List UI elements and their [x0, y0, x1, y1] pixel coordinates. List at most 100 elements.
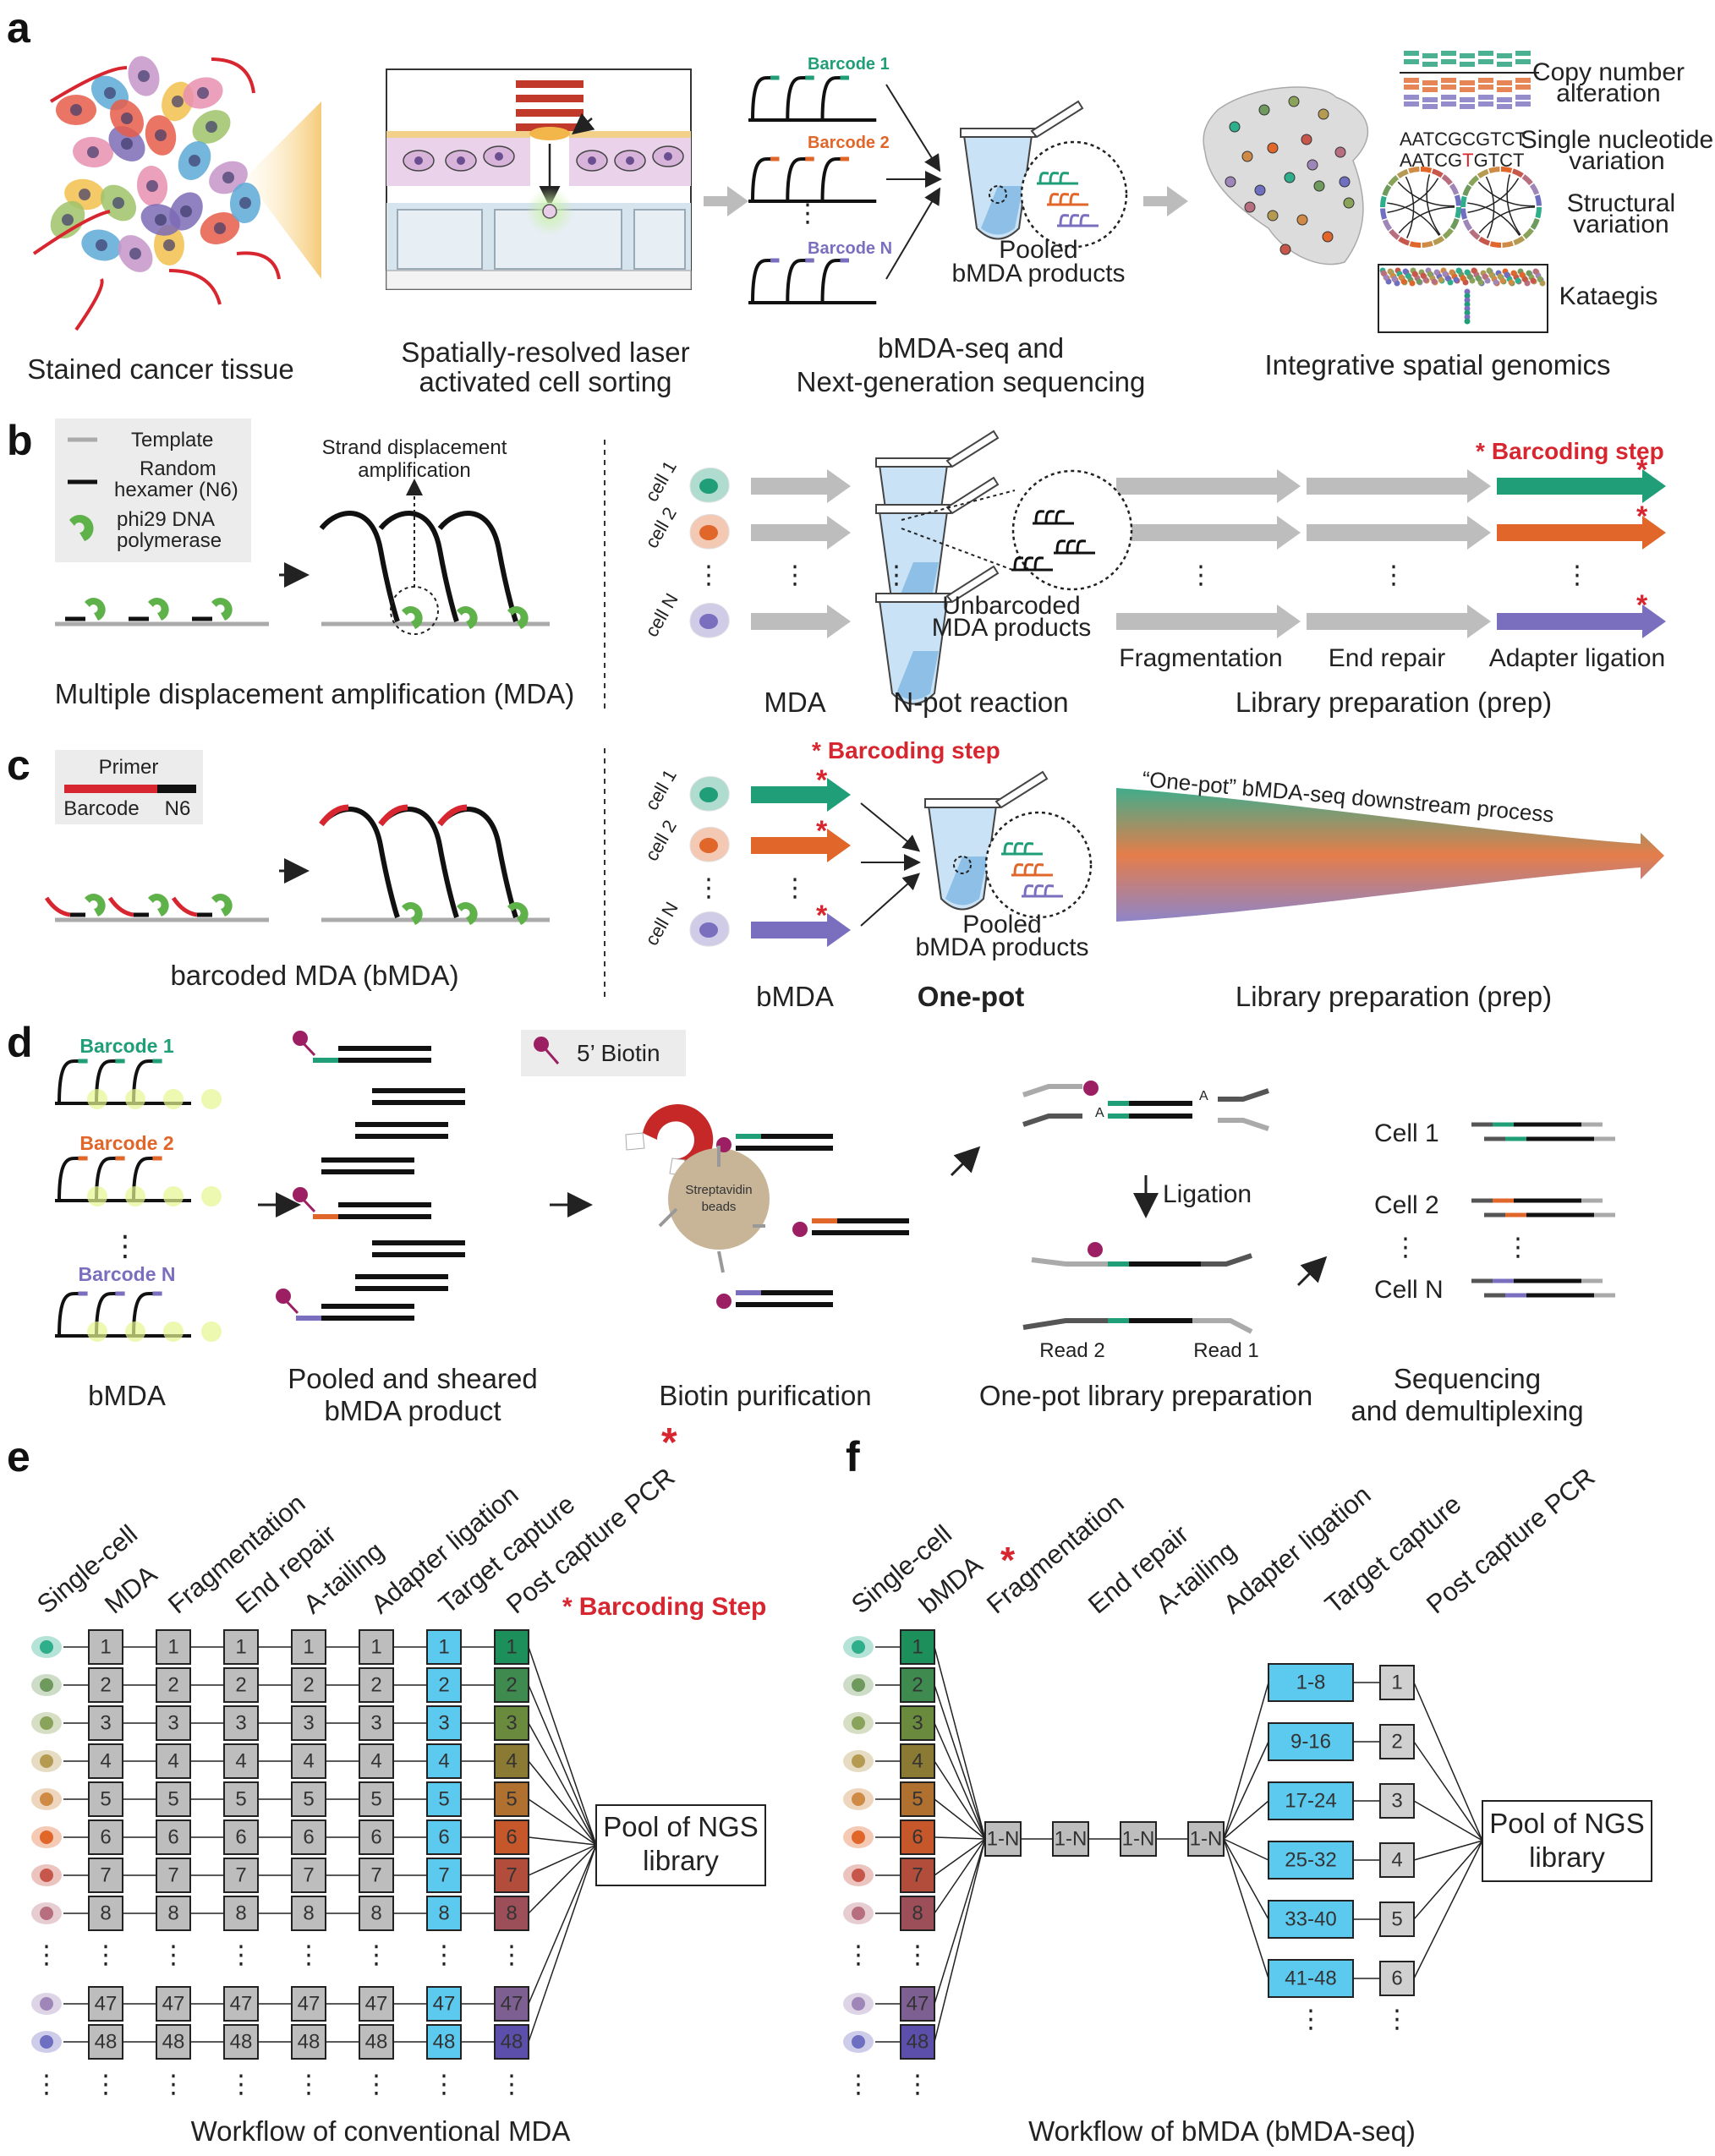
process-box — [223, 1896, 259, 1931]
header-f-7: Post capture PCR — [1421, 1462, 1601, 1619]
pool-line — [528, 1844, 597, 1914]
read2-label: Read 2 — [1039, 1339, 1104, 1362]
cell-nucleus — [852, 1997, 865, 2011]
process-box — [359, 1629, 394, 1665]
bmda-box — [900, 2024, 935, 2060]
mda-template-left — [55, 598, 269, 627]
row-number: 2 — [438, 1674, 449, 1697]
polymerase-icon — [148, 894, 169, 917]
adapter-left-top — [1022, 1084, 1082, 1097]
sampled-cell-dot — [1296, 214, 1308, 226]
vertical-ellipsis: ⋮ — [431, 1941, 457, 1969]
bmda-box — [900, 1629, 935, 1665]
cell-nucleus — [155, 214, 167, 226]
cell-nucleus — [588, 156, 596, 165]
row-number: 5 — [370, 1788, 381, 1811]
row-number: 6 — [235, 1826, 246, 1849]
cell-nucleus — [495, 152, 503, 161]
vertical-ellipsis: ⋮ — [1384, 2006, 1410, 2033]
pooled-label-c-line2: bMDA products — [915, 933, 1088, 961]
row-number: 48 — [230, 2031, 253, 2054]
mutation-dot — [1464, 269, 1471, 276]
pooled-process-box — [1120, 1821, 1157, 1857]
snv-seq-alt: AATCGTGTCT — [1400, 150, 1525, 171]
tube-rim — [960, 128, 1036, 138]
panel-d-letter: d — [7, 1019, 33, 1066]
cell-nucleus — [112, 197, 124, 209]
zoom-strand — [1059, 193, 1070, 205]
caption-e: Workflow of conventional MDA — [191, 2115, 571, 2147]
cna-segment — [1441, 85, 1456, 90]
circos-arc — [1522, 227, 1534, 239]
cell-nucleus — [699, 787, 718, 802]
zoom-strand — [1033, 884, 1044, 897]
dna-strand — [58, 1291, 80, 1337]
cap-onepot-lib: One-pot library preparation — [979, 1380, 1312, 1411]
pooled-label-c-line1: Pooled — [962, 911, 1041, 938]
polymerase-legend-icon — [69, 514, 94, 541]
process-box — [88, 1705, 123, 1741]
cna-bars — [1400, 51, 1539, 109]
cna-segment — [1404, 95, 1419, 100]
row-number: 3 — [506, 1712, 517, 1735]
circos-arc — [1420, 167, 1433, 173]
process-box — [359, 1819, 394, 1855]
cna-label-line1: Copy number — [1532, 58, 1685, 86]
post-pcr-box — [494, 2024, 529, 2060]
row-number: 7 — [912, 1864, 923, 1887]
row-number: 5 — [506, 1788, 517, 1811]
col-mda: MDA — [764, 687, 825, 718]
vertical-ellipsis: ⋮ — [1298, 2006, 1323, 2033]
vertical-ellipsis: ⋮ — [161, 2071, 186, 2099]
row-number: 1 — [370, 1636, 381, 1659]
cna-segment — [1515, 78, 1531, 83]
adapter-ligation-arrow — [1497, 605, 1666, 638]
sampled-cell-dot — [1267, 142, 1279, 154]
pool-line — [934, 1722, 986, 1840]
barcode-2-label-a: Barcode 2 — [808, 134, 890, 152]
pcr-group-label: 6 — [1391, 1967, 1402, 1990]
kataegis-cluster-dot — [1464, 297, 1471, 304]
polymerase-glow — [201, 1322, 222, 1342]
vertical-ellipsis: ⋮ — [228, 2071, 254, 2099]
lacs-caption-line1: Spatially-resolved laser — [401, 337, 689, 368]
svg-text:⋮: ⋮ — [795, 200, 820, 227]
barcode-tip — [437, 804, 468, 827]
cell-nucleus — [40, 1640, 53, 1654]
grey-arrow-a1 — [704, 186, 748, 216]
row-number: 3 — [912, 1712, 923, 1735]
process-box — [223, 1858, 259, 1893]
svg-text:⋮: ⋮ — [111, 1230, 140, 1262]
read1-label: Read 1 — [1193, 1339, 1258, 1362]
vertical-ellipsis: ⋮ — [296, 2071, 321, 2099]
barcoded-products-a: Barcode 1 Barcode 2 Barcode N ⋮ — [748, 55, 942, 304]
pool-line — [934, 1798, 986, 1840]
step-end-repair: End repair — [1329, 644, 1445, 672]
tube-liquid — [981, 186, 1023, 235]
barcoding-asterisk: * — [816, 815, 828, 847]
ligation-diagram — [1022, 1081, 1269, 1334]
primer-barcode — [171, 896, 198, 917]
col-npot: N-pot reaction — [893, 687, 1068, 718]
cap-biotin: Biotin purification — [659, 1380, 871, 1411]
cna-segment — [1404, 101, 1419, 107]
vertical-ellipsis: ⋮ — [884, 561, 909, 589]
sampled-cell-dot — [1313, 180, 1325, 192]
pooled-label-a-line2: bMDA products — [951, 260, 1125, 287]
barcode-1-label-d: Barcode 1 — [79, 1035, 173, 1057]
mutation-dot — [1402, 268, 1409, 275]
cell-nucleus — [40, 1997, 53, 2011]
cna-segment — [1441, 101, 1456, 107]
vertical-ellipsis: ⋮ — [782, 874, 808, 902]
cell-nucleus — [852, 1907, 865, 1920]
row-number: 2 — [100, 1674, 111, 1697]
zoom-circle-b — [1011, 469, 1133, 591]
panel-a-letter: a — [7, 4, 31, 52]
cna-segment — [1422, 80, 1438, 85]
dna-strand — [751, 75, 772, 121]
row-number: 47 — [298, 1993, 321, 2016]
cell-nucleus — [699, 479, 718, 494]
process-box — [88, 1629, 123, 1665]
process-box — [223, 1986, 259, 2022]
